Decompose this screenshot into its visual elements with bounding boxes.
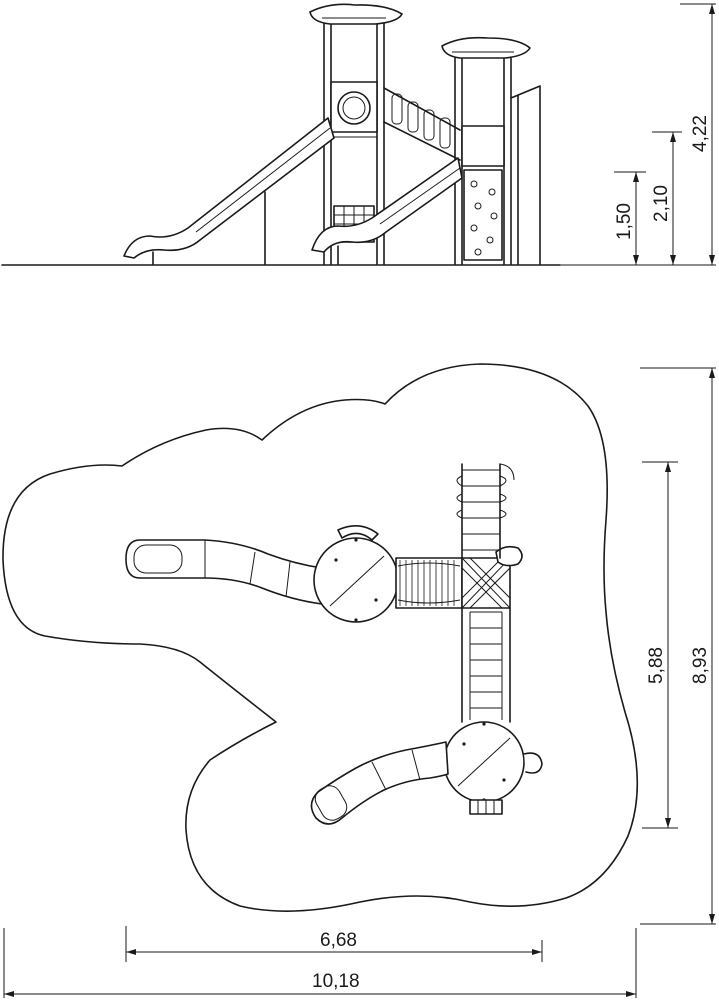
- porthole-window: [337, 91, 371, 125]
- bridge: [383, 87, 461, 161]
- left-tower: [309, 3, 403, 265]
- safety-zone-outline: [2, 363, 639, 912]
- bridge-plan: [395, 557, 463, 609]
- right-tower: [441, 36, 541, 265]
- plan-view: 5,88 8,93 6,68 10,18: [2, 363, 716, 998]
- slide-lower-plan: [310, 741, 449, 825]
- dim-depth-inner: 5,88: [646, 647, 667, 684]
- corner-deck: [461, 545, 523, 609]
- height-dimensions: 1,50 2,10 4,22: [560, 3, 716, 266]
- climbing-wall: [463, 169, 503, 261]
- ladder-lower: [461, 607, 511, 723]
- depth-dimensions: 5,88 8,93: [640, 367, 716, 925]
- dim-width-inner: 6,68: [320, 930, 357, 951]
- dim-height-mid: 2,10: [651, 185, 672, 222]
- slide-left-elevation: [123, 117, 335, 265]
- platform-upper: [313, 525, 399, 623]
- dim-height-total: 4,22: [690, 115, 711, 152]
- platform-lower: [443, 721, 543, 815]
- width-dimensions: 6,68 10,18: [3, 926, 637, 998]
- right-roof: [441, 36, 531, 59]
- slide-upper-plan: [125, 539, 323, 605]
- ladder-top: [456, 463, 515, 559]
- dim-width-total: 10,18: [312, 971, 360, 992]
- elevation-view: 1,50 2,10 4,22: [1, 3, 716, 266]
- dim-depth-total: 8,93: [690, 647, 711, 684]
- dim-height-low: 1,50: [614, 203, 635, 240]
- slide-right-elevation: [311, 157, 463, 265]
- left-roof: [309, 3, 403, 25]
